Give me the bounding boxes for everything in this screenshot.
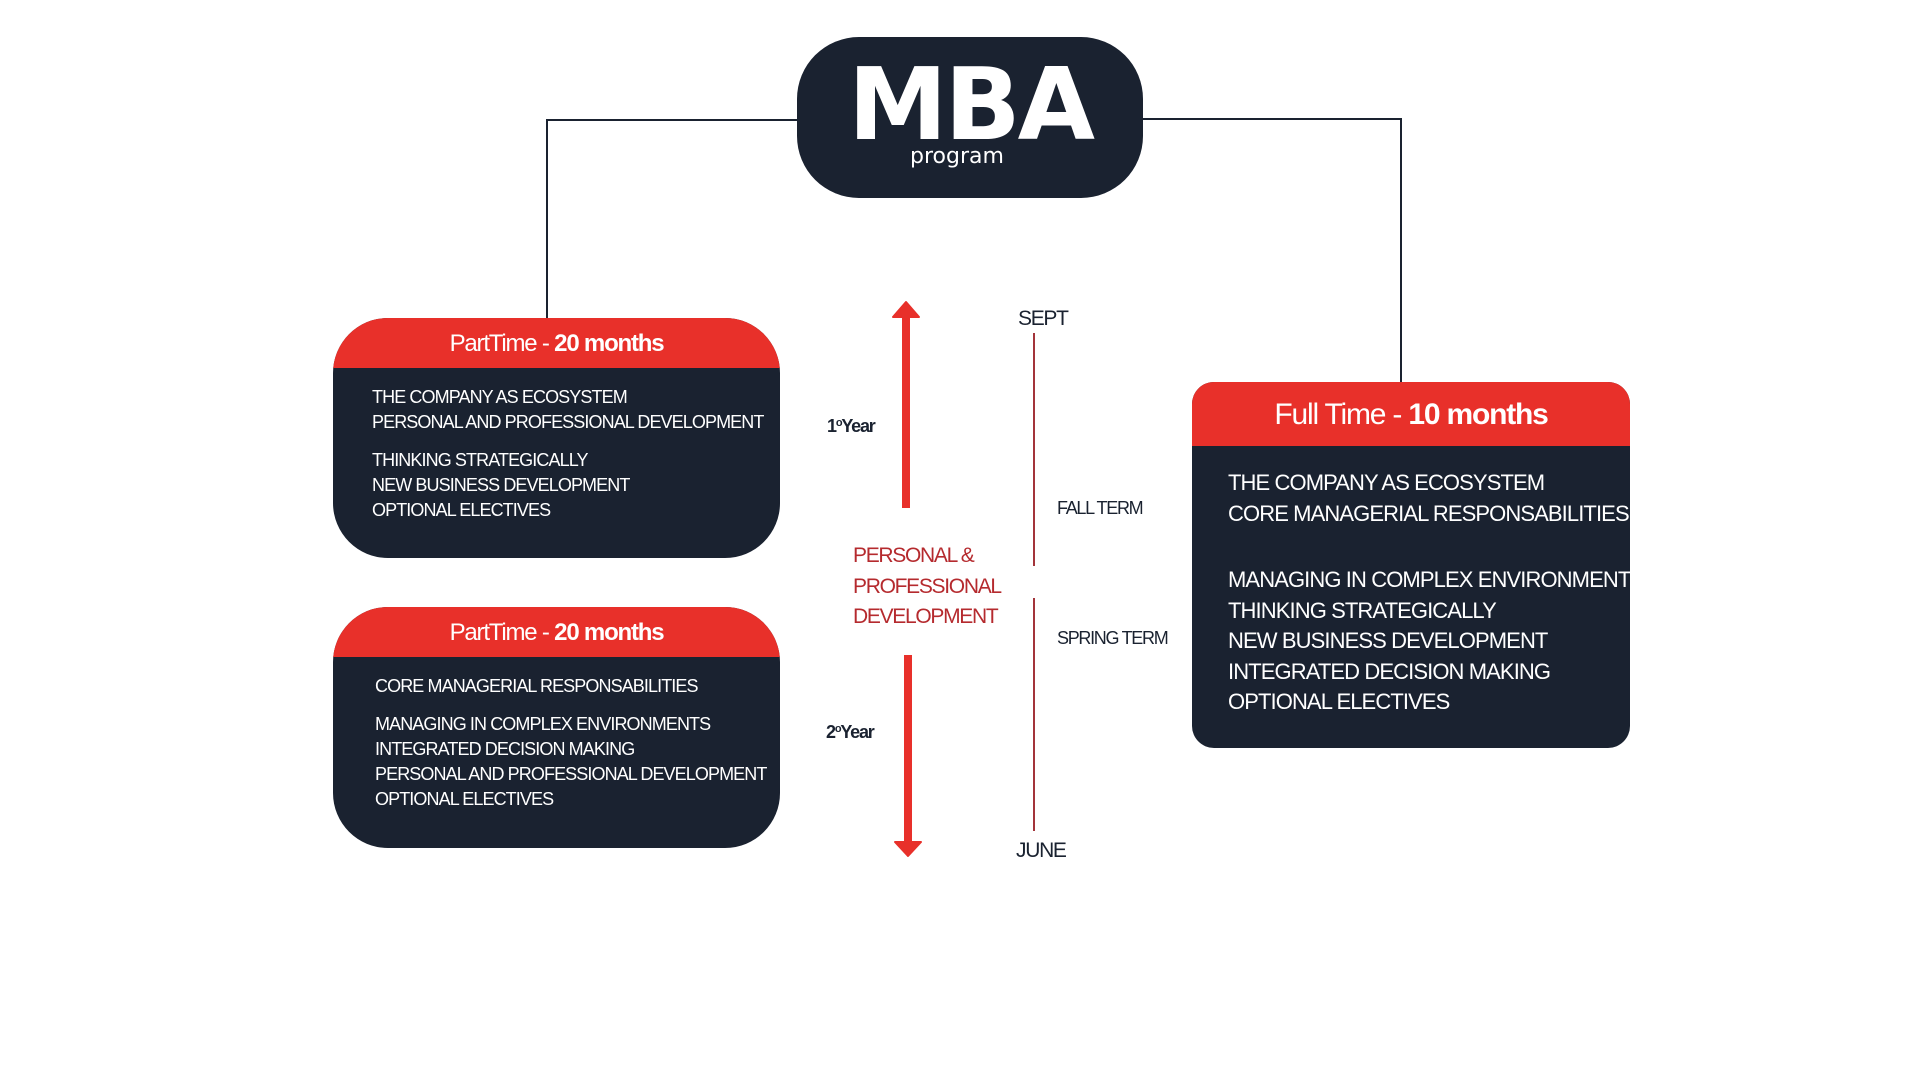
ordinal-mark: o: [834, 723, 842, 735]
connector-right-horizontal: [1142, 118, 1402, 120]
course-item: NEW BUSINESS DEVELOPMENT: [1228, 628, 1548, 653]
year-word: Year: [840, 722, 874, 742]
connector-left-horizontal: [546, 119, 798, 121]
course-item: THINKING STRATEGICALLY: [372, 450, 588, 470]
mba-program-node: MBA program: [797, 37, 1143, 198]
course-item: NEW BUSINESS DEVELOPMENT: [372, 475, 630, 495]
part-time-year1-header: PartTime - 20 months: [333, 318, 780, 368]
arrow-up-icon: [892, 301, 920, 508]
course-item: THINKING STRATEGICALLY: [1228, 597, 1497, 623]
part-time-year2-header: PartTime - 20 months: [333, 607, 780, 657]
full-time-courses: THE COMPANY AS ECOSYSTEM CORE MANAGERIAL…: [1192, 446, 1630, 718]
course-item: MANAGING IN COMPLEX ENVIRONMENTS: [1228, 567, 1630, 592]
timeline-line-spring: [1033, 598, 1035, 831]
header-duration: 20 months: [554, 619, 664, 646]
course-item: PERSONAL AND PROFESSIONAL DEVELOPMENT: [372, 412, 764, 432]
label-line: PERSONAL &: [853, 544, 975, 567]
timeline-line-fall: [1033, 333, 1035, 566]
course-item: PERSONAL AND PROFESSIONAL DEVELOPMENT: [375, 764, 767, 784]
part-time-year2-courses: CORE MANAGERIAL RESPONSABILITIES MANAGIN…: [333, 657, 780, 812]
full-time-box: Full Time - 10 months THE COMPANY AS ECO…: [1192, 382, 1630, 748]
course-item: MANAGING IN COMPLEX ENVIRONMENTS: [375, 714, 711, 734]
header-duration: 10 months: [1408, 398, 1548, 431]
course-item: OPTIONAL ELECTIVES: [1228, 689, 1450, 714]
course-item: OPTIONAL ELECTIVES: [375, 789, 554, 809]
full-time-header: Full Time - 10 months: [1192, 382, 1630, 446]
course-item: OPTIONAL ELECTIVES: [372, 500, 551, 520]
header-format: PartTime -: [449, 619, 555, 646]
course-item: CORE MANAGERIAL RESPONSABILITIES: [375, 676, 699, 696]
spring-term-label: SPRING TERM: [1057, 628, 1169, 648]
course-item: CORE MANAGERIAL RESPONSABILITIES: [1228, 500, 1630, 526]
year-word: Year: [841, 416, 875, 436]
year-number: 2: [826, 722, 836, 742]
header-format: Full Time -: [1274, 398, 1409, 431]
part-time-year1-box: PartTime - 20 months THE COMPANY AS ECOS…: [333, 318, 780, 558]
mba-title: MBA: [847, 46, 1095, 163]
course-item: INTEGRATED DECISION MAKING: [1228, 658, 1551, 684]
connector-right-vertical: [1400, 118, 1402, 383]
year-2-label: 2oYear: [826, 722, 875, 743]
timeline-start-sept: SEPT: [1018, 307, 1069, 330]
fall-term-label: FALL TERM: [1057, 498, 1144, 518]
connector-left-vertical: [546, 119, 548, 319]
course-item: THE COMPANY AS ECOSYSTEM: [372, 387, 628, 407]
part-time-year2-box: PartTime - 20 months CORE MANAGERIAL RES…: [333, 607, 780, 848]
timeline-end-june: JUNE: [1016, 839, 1067, 862]
arrow-down-icon: [894, 655, 922, 857]
personal-professional-development-label: PERSONAL & PROFESSIONAL DEVELOPMENT: [853, 541, 1002, 633]
year-number: 1: [827, 416, 837, 436]
course-item: INTEGRATED DECISION MAKING: [375, 739, 635, 759]
label-line: DEVELOPMENT: [853, 605, 999, 628]
header-duration: 20 months: [554, 330, 664, 357]
mba-subtitle: program: [910, 144, 1004, 169]
year-1-label: 1oYear: [827, 416, 876, 437]
part-time-year1-courses: THE COMPANY AS ECOSYSTEM PERSONAL AND PR…: [333, 368, 780, 523]
label-line: PROFESSIONAL: [853, 574, 1002, 598]
course-item: THE COMPANY AS ECOSYSTEM: [1228, 470, 1545, 495]
header-format: PartTime -: [449, 330, 555, 357]
ordinal-mark: o: [835, 417, 843, 429]
